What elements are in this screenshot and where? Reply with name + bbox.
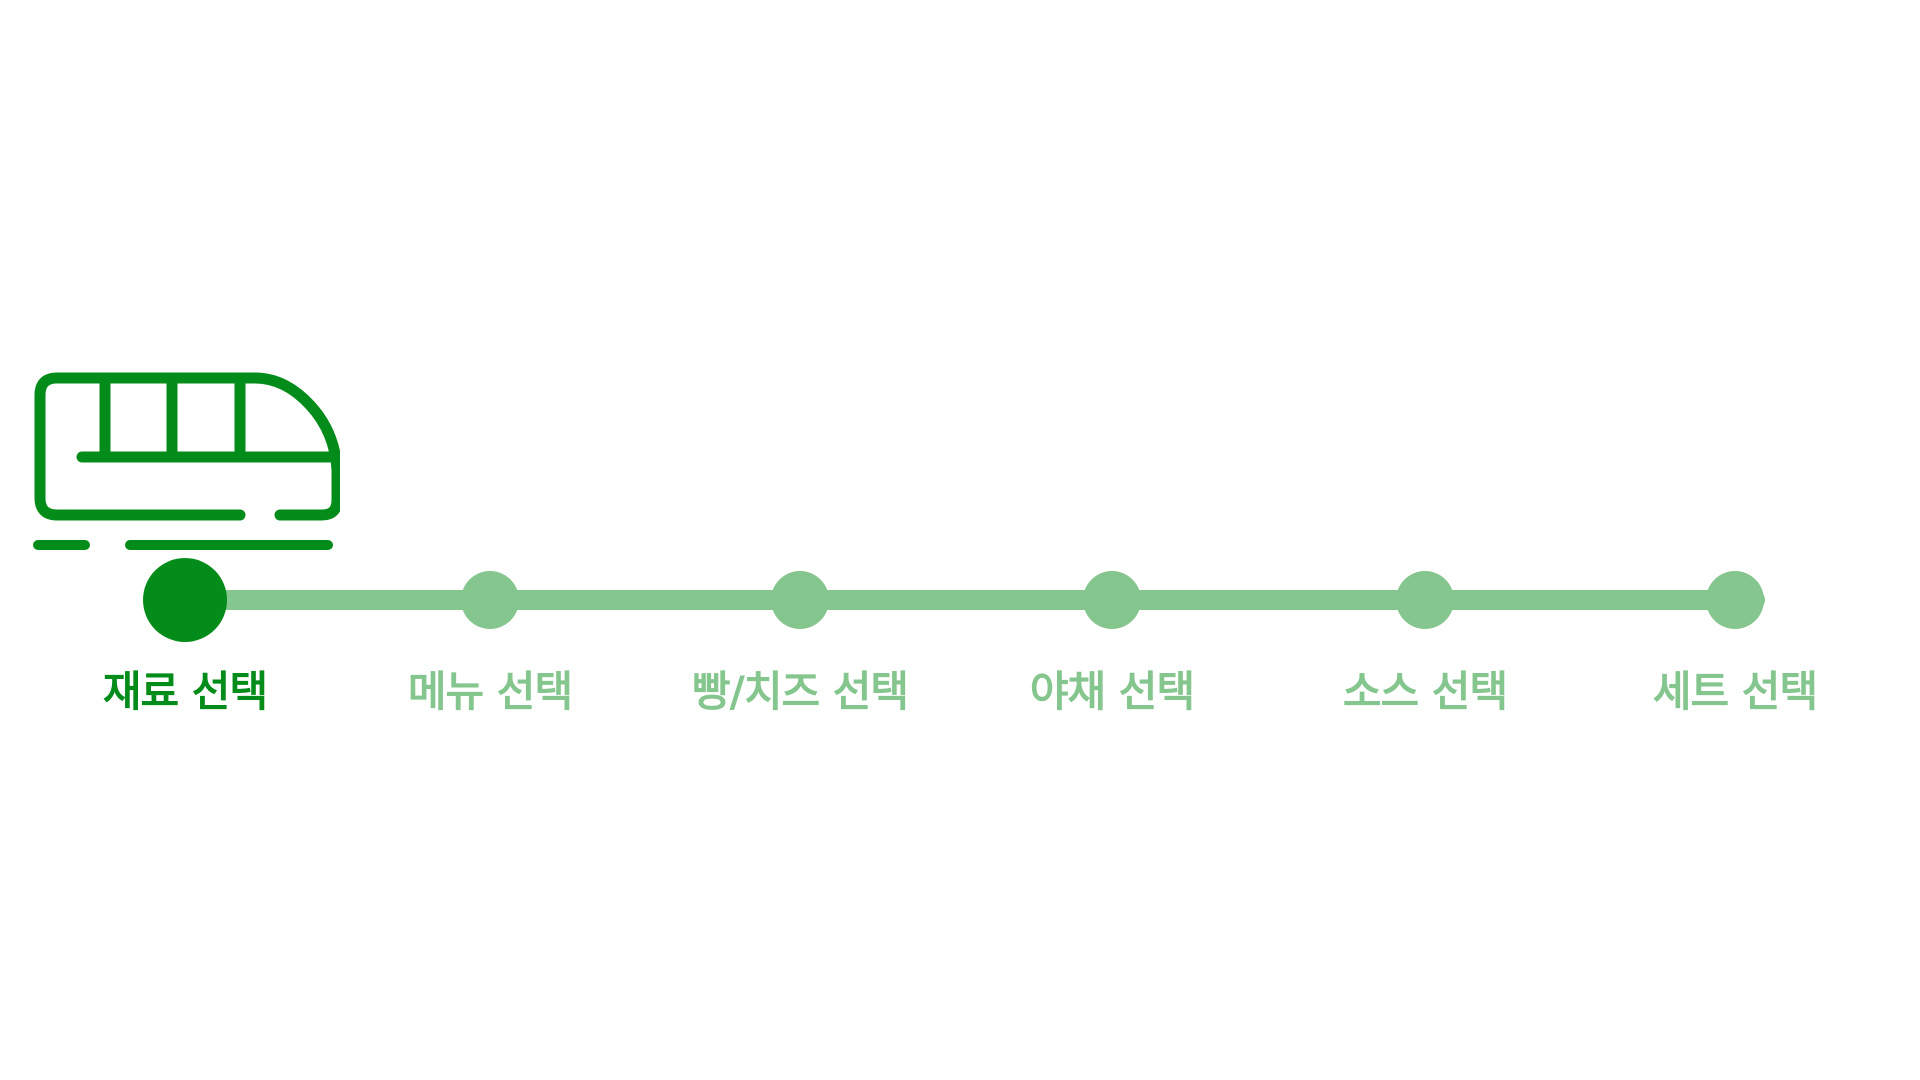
step-dot [1706, 571, 1764, 629]
step-label: 소스 선택 [1342, 667, 1508, 716]
step-dot [771, 571, 829, 629]
step-dot [143, 558, 227, 642]
progress-track [185, 590, 1765, 610]
step-dot [1396, 571, 1454, 629]
step-dot [1083, 571, 1141, 629]
step-label: 세트 선택 [1652, 667, 1818, 716]
train-icon [33, 372, 340, 550]
step-label: 야채 선택 [1029, 667, 1195, 716]
step-dot [461, 571, 519, 629]
step-label: 빵/치즈 선택 [691, 667, 909, 716]
step-label: 재료 선택 [102, 667, 268, 716]
step-label: 메뉴 선택 [407, 667, 573, 716]
